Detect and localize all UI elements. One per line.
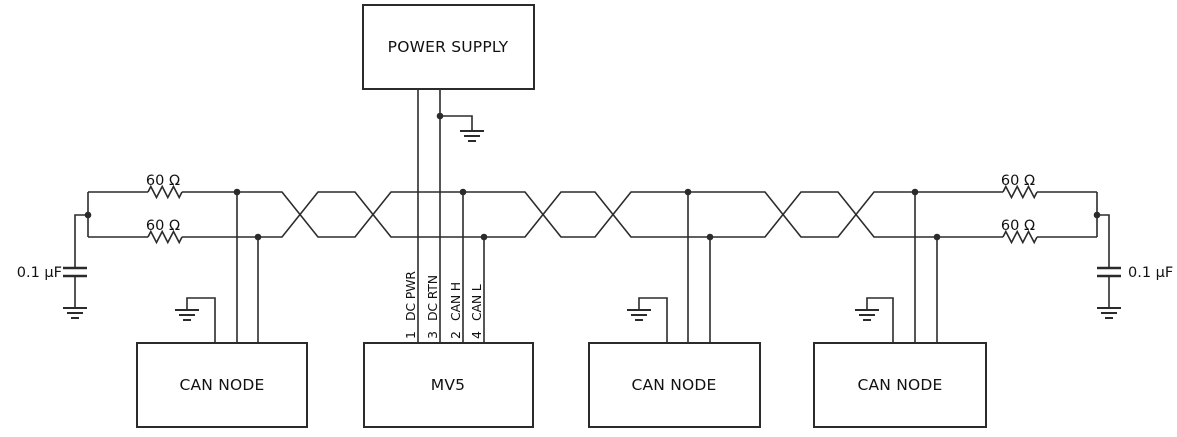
mv5-pin-label-4: 4 CAN L <box>469 284 484 339</box>
mv5-pin-label-1: 1 DC PWR <box>403 271 418 339</box>
capacitor-left-label: 0.1 µF <box>17 265 62 281</box>
capacitor-left-lead <box>74 214 88 308</box>
junction-dot <box>480 233 488 241</box>
resistor-left-top <box>147 184 183 200</box>
power-supply-ground-icon <box>460 130 484 142</box>
power-supply-label: POWER SUPPLY <box>388 38 509 56</box>
can-node-2-box <box>588 342 761 428</box>
termination-resistors: 60 Ω 60 Ω 60 Ω 60 Ω <box>146 173 1038 245</box>
pin-signal: CAN L <box>469 284 484 321</box>
junction-dot <box>254 233 262 241</box>
node-grounds <box>175 297 894 343</box>
can-node-2-label: CAN NODE <box>631 376 716 394</box>
capacitor-left-plates <box>63 266 87 278</box>
can-node-3-label: CAN NODE <box>857 376 942 394</box>
resistor-label-right-bottom: 60 Ω <box>1001 218 1035 234</box>
pin-signal: CAN H <box>448 282 463 321</box>
junction-dot <box>911 188 919 196</box>
junction-dot <box>84 211 92 219</box>
junction-dot <box>933 233 941 241</box>
junction-dot <box>684 188 692 196</box>
resistor-right-bottom <box>1002 229 1038 245</box>
junction-dot <box>459 188 467 196</box>
pin-signal: DC RTN <box>425 275 440 321</box>
resistor-right-top <box>1002 184 1038 200</box>
resistor-label-left-top: 60 Ω <box>146 173 180 189</box>
junction-dot <box>706 233 714 241</box>
component-boxes: POWER SUPPLY CAN NODE MV5 CAN NODE CAN N… <box>136 4 987 428</box>
bus-wire-b <box>88 191 1097 238</box>
capacitor-right-plates <box>1097 266 1121 278</box>
pin-number: 3 <box>425 331 440 339</box>
power-supply-box <box>362 4 535 90</box>
node3-ground-lead <box>638 297 668 343</box>
node4-ground-icon <box>855 309 879 321</box>
pin-number: 1 <box>403 331 418 339</box>
node1-ground-icon <box>175 309 199 321</box>
junction-dots <box>84 112 1101 241</box>
junction-dot <box>233 188 241 196</box>
capacitor-left: 0.1 µF <box>17 214 88 319</box>
can-node-3-box <box>813 342 987 428</box>
capacitor-right-ground-icon <box>1097 307 1121 319</box>
can-node-1-box <box>136 342 308 428</box>
node3-ground-icon <box>627 309 651 321</box>
resistor-label-left-bottom: 60 Ω <box>146 218 180 234</box>
capacitor-right: 0.1 µF <box>1097 214 1173 319</box>
capacitor-left-ground-icon <box>63 307 87 319</box>
can-node-1-label: CAN NODE <box>179 376 264 394</box>
pin-number: 2 <box>448 331 463 339</box>
capacitor-right-label: 0.1 µF <box>1128 265 1173 281</box>
junction-dot <box>436 112 444 120</box>
mv5-pin-label-3: 3 DC RTN <box>425 275 440 339</box>
node-tap-wires <box>236 192 938 343</box>
pin-signal: DC PWR <box>403 271 418 321</box>
node1-ground-lead <box>186 297 216 343</box>
mv5-label: MV5 <box>431 376 465 394</box>
mv5-pin-labels: 1 DC PWR 3 DC RTN 2 CAN H 4 CAN L <box>403 271 484 339</box>
power-supply-wires <box>417 89 484 343</box>
resistor-left-bottom <box>147 229 183 245</box>
bus-wire-a <box>88 191 1097 238</box>
junction-dot <box>1093 211 1101 219</box>
mv5-pin-label-2: 2 CAN H <box>448 282 463 339</box>
pin-number: 4 <box>469 331 484 339</box>
node4-ground-lead <box>866 297 894 343</box>
mv5-box <box>363 342 534 428</box>
resistor-label-right-top: 60 Ω <box>1001 173 1035 189</box>
twisted-pair-bus <box>87 191 1098 238</box>
power-supply-ground-lead <box>440 115 473 131</box>
capacitor-right-lead <box>1097 214 1110 308</box>
